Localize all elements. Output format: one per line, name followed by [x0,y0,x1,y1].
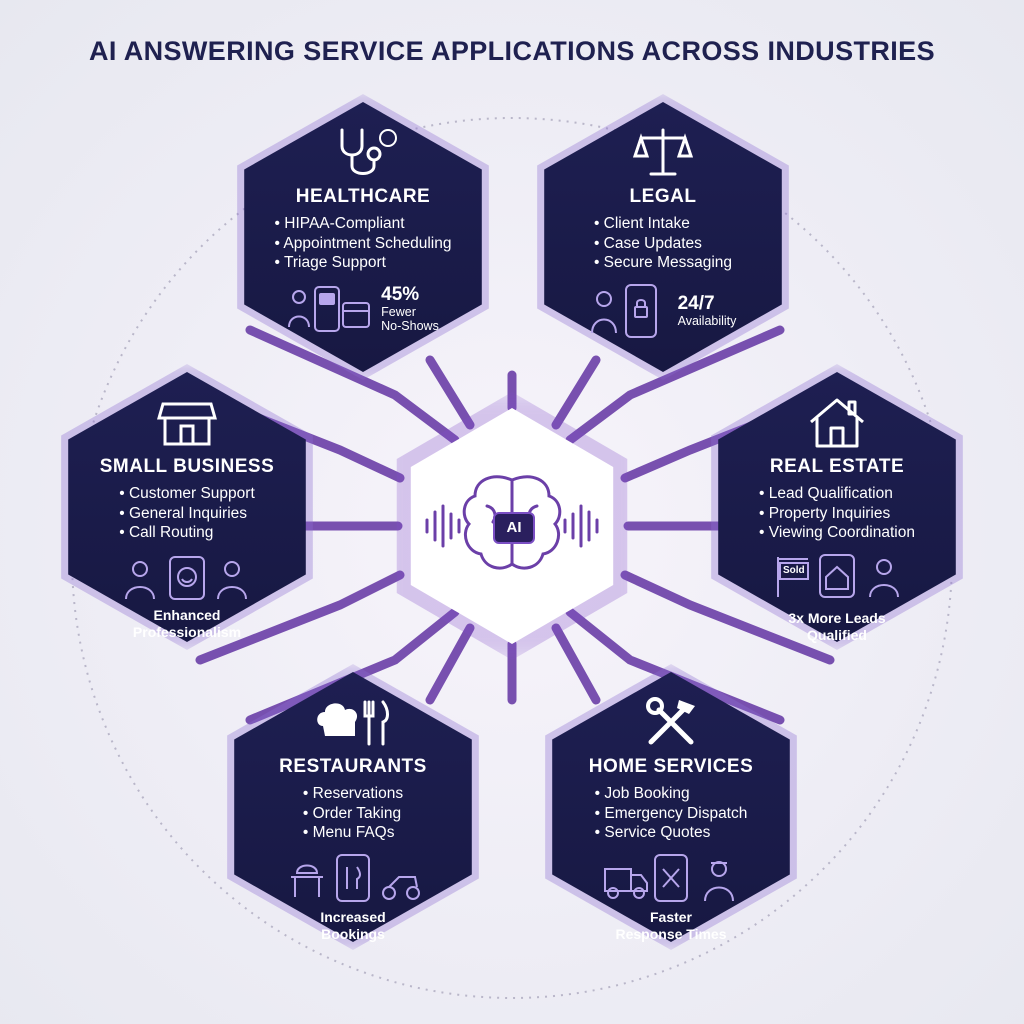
list-item: Menu FAQs [303,823,403,843]
hex-title: LEGAL [629,186,697,207]
stat-line: Response Times [615,925,727,942]
sold-sign-house-agent-icon [777,553,899,598]
page-title: AI ANSWERING SERVICE APPLICATIONS ACROSS… [89,36,935,66]
tools-icon [641,696,701,750]
hex-healthcare: HEALTHCARE HIPAA-Compliant Appointment S… [228,94,498,380]
connector-lines [195,325,835,725]
list-item: Client Intake [594,214,732,234]
stat-row: 24/7 Availability [590,283,737,339]
center-ai-hub: AI [396,392,628,660]
scales-icon [633,126,693,180]
stat-label: Availability [677,313,737,328]
stat-line: Increased [320,908,386,925]
stat-line: Enhanced [153,606,221,623]
sold-sign-text: Sold [783,564,805,576]
stat-label: Fewer [381,304,416,319]
chef-hat-utensils-icon [313,696,393,750]
list-item: Job Booking [595,784,748,804]
list-item: Emergency Dispatch [595,804,747,824]
stat-line: Bookings [321,925,385,942]
feature-list: Customer Support General Inquiries Call … [119,484,255,543]
storefront-icon [157,396,217,450]
house-icon [807,396,867,450]
feature-list: Lead Qualification Property Inquiries Vi… [759,484,915,543]
stat-line: Qualified [807,626,867,643]
hex-small-business: SMALL BUSINESS Customer Support General … [52,364,322,650]
feature-list: Client Intake Case Updates Secure Messag… [594,214,732,273]
doctor-phone-calendar-icon [288,285,371,332]
table-phone-scooter-icon [291,853,420,902]
list-item: Reservations [303,784,403,804]
list-item: Triage Support [275,253,452,273]
stat-line: 3x More Leads [788,609,886,626]
hex-title: HOME SERVICES [588,756,754,777]
stat-label: No-Shows [381,318,439,333]
list-item: Call Routing [119,523,255,543]
list-item: Customer Support [119,484,255,504]
stethoscope-icon [328,126,398,180]
lawyer-phone-lock-icon [590,283,657,338]
list-item: Secure Messaging [594,253,732,273]
ai-badge: AI [493,512,535,544]
hex-home-services: HOME SERVICES Job Booking Emergency Disp… [536,664,806,950]
hex-title: RESTAURANTS [279,756,427,777]
list-item: HIPAA-Compliant [275,214,452,234]
list-item: Case Updates [594,234,732,254]
team-smile-phone-icon [125,555,247,600]
hex-real-estate: REAL ESTATE Lead Qualification Property … [702,364,972,650]
hex-restaurants: RESTAURANTS Reservations Order Taking Me… [218,664,488,950]
hex-legal: LEGAL Client Intake Case Updates Secure … [528,94,798,380]
list-item: Viewing Coordination [759,523,915,543]
list-item: Service Quotes [595,823,748,843]
van-phone-technician-icon [604,853,734,902]
hex-title: HEALTHCARE [295,186,431,207]
feature-list: Job Booking Emergency Dispatch Service Q… [595,784,748,843]
hex-title: SMALL BUSINESS [99,456,275,477]
stat-value: 24/7 [677,292,715,314]
stat-row: 45% Fewer No-Shows [287,283,439,335]
list-item: General Inquiries [119,504,255,524]
feature-list: Reservations Order Taking Menu FAQs [303,784,403,843]
list-item: Lead Qualification [759,484,915,504]
stat-line: Professionalism [132,623,242,640]
list-item: Order Taking [303,804,403,824]
hex-title: REAL ESTATE [769,456,905,477]
list-item: Appointment Scheduling [275,234,451,254]
stat-value: 45% [381,283,420,305]
list-item: Property Inquiries [759,504,915,524]
feature-list: HIPAA-Compliant Appointment Scheduling T… [275,214,452,273]
stat-line: Faster [649,908,693,925]
